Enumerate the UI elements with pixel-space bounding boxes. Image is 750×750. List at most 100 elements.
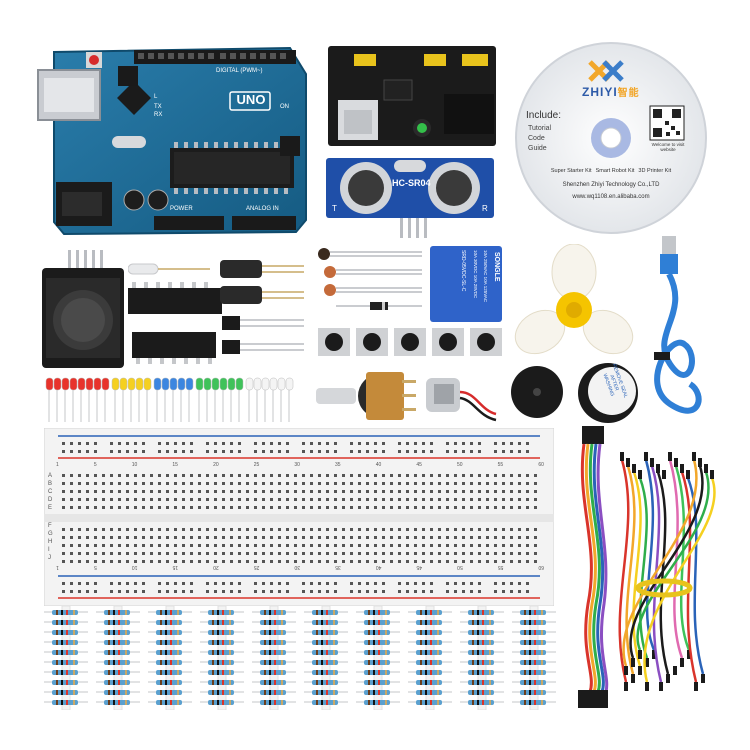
resistor	[260, 620, 286, 625]
col-number: 35	[335, 462, 341, 468]
arduino-analog-label: ANALOG IN	[246, 206, 279, 212]
col-number: 25	[253, 462, 260, 468]
resistor	[104, 690, 130, 695]
resistor	[104, 680, 130, 685]
arduino-rx-label: RX	[154, 112, 163, 118]
led	[203, 377, 212, 391]
resistor	[260, 640, 286, 645]
resistor	[520, 680, 546, 685]
resistor	[312, 660, 338, 665]
cd-kit-item: Super Starter Kit	[550, 168, 592, 174]
led	[61, 377, 70, 391]
relay-spec-2: 10A 30VDC 10A 28VDC	[473, 250, 478, 299]
col-number: 5	[94, 564, 97, 570]
resistor	[520, 670, 546, 675]
resistor	[156, 660, 182, 665]
resistor	[416, 690, 442, 695]
jumper-wire	[650, 465, 663, 683]
col-number: 5	[93, 462, 97, 468]
resistor	[104, 630, 130, 635]
resistor	[364, 640, 390, 645]
led	[135, 377, 144, 391]
resistor	[156, 610, 182, 615]
jumper-wire	[636, 471, 710, 651]
resistor	[468, 700, 494, 705]
resistor	[468, 640, 494, 645]
resistor	[104, 610, 130, 615]
jumper-wire	[629, 465, 704, 659]
resistor	[52, 680, 78, 685]
resistor	[260, 670, 286, 675]
breadboard-col-numbers-top: 1 5 10 15 20 25 30 35 40 45 50 55 60	[56, 462, 544, 468]
cd-include-title: Include:	[526, 110, 562, 121]
ribbon-jumper-cable	[570, 424, 614, 710]
col-number: 20	[213, 462, 219, 468]
col-number: 45	[416, 462, 422, 468]
resistor	[364, 610, 390, 615]
resistor	[156, 700, 182, 705]
cd-qr-caption: Welcome to visit website	[651, 142, 685, 152]
push-buttons	[316, 324, 506, 360]
jumper-wire	[680, 471, 698, 683]
cd-company: Shenzhen Zhiyi Technology Co.,LTD	[562, 182, 660, 188]
relay-module: SONGLE 10A 250VAC 10A 125VAC 10A 30VDC 1…	[426, 242, 506, 326]
arduino-tx-label: TX	[154, 104, 162, 110]
row-letter: J	[48, 555, 51, 561]
led	[161, 377, 170, 391]
resistor	[520, 660, 546, 665]
col-number: 30	[294, 564, 301, 570]
ultrasonic-r-label: R	[482, 204, 488, 213]
resistor	[416, 640, 442, 645]
row-letter: F	[48, 523, 52, 529]
resistor	[520, 620, 546, 625]
buzzer-passive: REMOVE SEAL AFTER WASHING	[570, 360, 646, 426]
led-row	[44, 376, 304, 424]
resistor	[156, 650, 182, 655]
resistor	[208, 700, 234, 705]
ultrasonic-t-label: T	[332, 204, 337, 213]
resistor	[312, 610, 338, 615]
ultrasonic-label: HC-SR04	[392, 178, 431, 188]
cd-include-item: Code	[528, 135, 545, 142]
resistor-packs	[40, 605, 564, 711]
led	[269, 377, 278, 391]
led	[253, 377, 262, 391]
led	[227, 377, 236, 391]
resistor	[208, 680, 234, 685]
led	[143, 377, 152, 391]
led	[127, 377, 136, 391]
resistor	[416, 680, 442, 685]
resistor	[104, 700, 130, 705]
resistor	[312, 700, 338, 705]
led	[261, 377, 270, 391]
cd-brand-cn: 智能	[617, 88, 640, 99]
resistor	[208, 620, 234, 625]
resistor	[156, 620, 182, 625]
led	[93, 377, 102, 391]
resistor	[104, 670, 130, 675]
arduino-power-label: POWER	[170, 206, 193, 212]
col-number: 10	[131, 564, 138, 570]
joystick-module	[40, 250, 126, 370]
resistor	[156, 690, 182, 695]
relay-brand: SONGLE	[493, 252, 500, 282]
led	[153, 377, 162, 391]
col-number: 20	[213, 564, 219, 570]
resistor	[312, 670, 338, 675]
cd-include-item: Tutorial	[528, 125, 552, 132]
resistor	[52, 690, 78, 695]
resistor	[364, 690, 390, 695]
arduino-digital-label: DIGITAL (PWM~)	[216, 68, 263, 74]
resistor	[468, 620, 494, 625]
resistor	[52, 620, 78, 625]
resistor	[416, 670, 442, 675]
resistor	[52, 610, 78, 615]
resistor	[52, 650, 78, 655]
resistor	[364, 620, 390, 625]
cd-website: www.wq1108.en.alibaba.com	[572, 194, 650, 200]
row-letter: E	[48, 505, 53, 511]
led	[111, 377, 120, 391]
resistor	[468, 670, 494, 675]
led	[85, 377, 94, 391]
resistor	[156, 630, 182, 635]
